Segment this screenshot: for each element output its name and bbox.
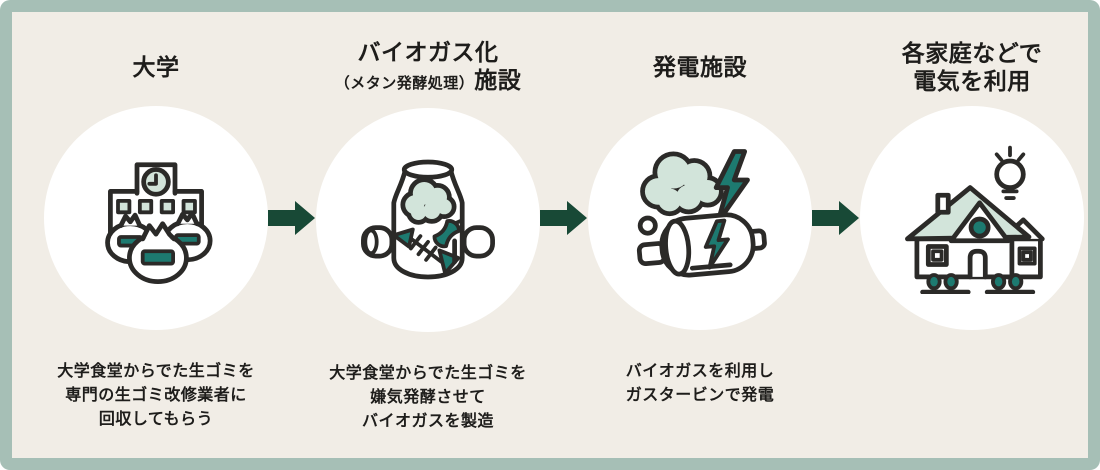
right-arrow-icon — [812, 201, 859, 235]
step-biogas-circle — [316, 108, 540, 332]
chimney — [935, 192, 951, 215]
step-power-description: バイオガスを利用し ガスタービンで発電 — [626, 360, 775, 408]
university-building-icon — [105, 162, 213, 285]
house-electricity-icon — [905, 145, 1045, 294]
title-line: 発電施設 — [653, 54, 747, 80]
flow-arrow-3 — [812, 12, 859, 236]
step-homes-circle — [860, 106, 1084, 330]
step-homes-title: 各家庭などで 電気を利用 — [902, 38, 1043, 96]
step-power-plant: 発電施設 — [584, 12, 816, 408]
step-university: 大学 — [40, 12, 272, 432]
biogas-digester-tank-icon — [361, 159, 495, 280]
title-line: 各家庭などで — [901, 40, 1043, 66]
description-line: バイオガスを利用し — [625, 363, 775, 380]
title-main: 施設 — [474, 67, 522, 93]
title-line: （メタン発酵処理）施設 — [335, 66, 522, 98]
description-line: 回収してもらう — [98, 411, 214, 428]
step-power-title: 発電施設 — [653, 38, 747, 96]
garbage-bags — [105, 210, 213, 285]
lightning-bolt-icon — [713, 149, 750, 225]
step-biogas-title: バイオガス化 （メタン発酵処理）施設 — [335, 38, 522, 98]
step-homes: 各家庭などで 電気を利用 — [856, 12, 1088, 330]
door — [967, 248, 988, 280]
gas-turbine-generator-icon — [636, 149, 767, 278]
title-line: バイオガス化 — [357, 39, 499, 65]
step-biogas-description: 大学食堂からでた生ゴミを 嫌気発酵させて バイオガスを製造 — [329, 362, 527, 434]
steam-cloud-icon — [640, 151, 724, 217]
lightbulb-icon — [994, 145, 1026, 200]
lightning-bolt-icon — [703, 218, 730, 270]
biogas-process-flow: 大学 — [12, 12, 1088, 434]
description-line: 嫌気発酵させて — [370, 389, 486, 406]
title-annotation: （メタン発酵処理） — [334, 75, 475, 92]
gas-cloud-icon — [400, 177, 457, 225]
description-line: 専門の生ゴミ改修業者に — [65, 387, 247, 404]
description-line: 大学食堂からでた生ゴミを — [329, 365, 527, 382]
step-university-description: 大学食堂からでた生ゴミを 専門の生ゴミ改修業者に 回収してもらう — [57, 360, 255, 432]
title-line: 大学 — [132, 54, 180, 80]
generator-turbine — [636, 212, 767, 278]
description-line: 大学食堂からでた生ゴミを — [57, 363, 255, 380]
bubble-icon — [637, 215, 658, 236]
title-line: 電気を利用 — [913, 68, 1031, 94]
step-university-title: 大学 — [133, 38, 180, 96]
description-line: ガスタービンで発電 — [625, 387, 775, 404]
right-arrow-icon — [540, 201, 587, 235]
round-window — [968, 216, 991, 239]
apple-core-icon — [432, 218, 464, 249]
right-arrow-icon — [268, 201, 315, 235]
flow-arrow-2 — [540, 12, 587, 236]
flow-arrow-1 — [268, 12, 315, 236]
step-power-circle — [588, 106, 812, 330]
step-biogas-plant: バイオガス化 （メタン発酵処理）施設 — [312, 12, 544, 434]
description-line: バイオガスを製造 — [361, 413, 494, 430]
main-house — [905, 185, 1032, 280]
fish-bone-icon — [391, 227, 461, 276]
garden-trees — [920, 273, 1036, 294]
school-building — [108, 162, 204, 251]
step-university-circle — [44, 106, 268, 330]
